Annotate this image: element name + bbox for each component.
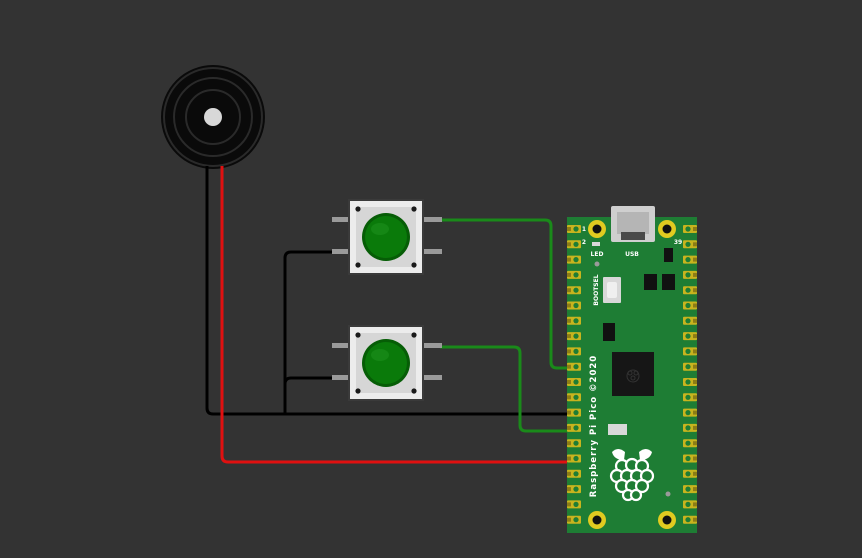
wire-buzzer-signal[interactable] bbox=[220, 168, 580, 464]
pin-left-18[interactable] bbox=[567, 485, 581, 494]
pin-right-11[interactable] bbox=[683, 378, 697, 386]
bootsel-button[interactable] bbox=[603, 277, 621, 303]
pin-left-17[interactable] bbox=[567, 469, 581, 478]
buzzer-lead-positive[interactable] bbox=[220, 166, 224, 188]
pin-right-4[interactable] bbox=[683, 270, 697, 279]
buzzer-lead-negative[interactable] bbox=[205, 166, 209, 188]
pin-right-17[interactable] bbox=[683, 469, 697, 478]
pin-right-6[interactable] bbox=[683, 301, 697, 310]
pin-right-12[interactable] bbox=[683, 393, 697, 402]
pin-right-20[interactable] bbox=[683, 515, 697, 524]
button-leg bbox=[422, 343, 442, 348]
smd-component bbox=[644, 274, 657, 290]
pin-right-7[interactable] bbox=[683, 316, 697, 325]
test-point bbox=[594, 261, 600, 267]
smd-component bbox=[603, 323, 615, 341]
pin-right-8[interactable] bbox=[683, 332, 697, 341]
pin-left-7[interactable] bbox=[567, 316, 581, 325]
button-leg bbox=[332, 249, 352, 254]
pin-label-1: 1 bbox=[582, 226, 586, 233]
button-leg bbox=[332, 217, 352, 222]
mounting-holes bbox=[588, 220, 676, 529]
pin-left-5[interactable] bbox=[567, 286, 581, 295]
button-leg bbox=[422, 249, 442, 254]
led-label: LED bbox=[591, 251, 604, 258]
pico-board[interactable]: USB 1 2 39 LED BOOTSEL bbox=[567, 206, 697, 533]
pin-label-39: 39 bbox=[674, 239, 682, 246]
button-leg bbox=[422, 375, 442, 380]
pin-right-10[interactable] bbox=[683, 362, 697, 371]
pico-pin-headers bbox=[567, 225, 697, 524]
pin-right-5[interactable] bbox=[683, 286, 697, 295]
raspberry-logo-icon bbox=[609, 449, 655, 502]
rp2040-chip bbox=[612, 352, 654, 396]
smd-component bbox=[662, 274, 675, 290]
pushbutton-2[interactable] bbox=[332, 325, 442, 401]
buzzer-icon bbox=[161, 65, 265, 169]
pin-right-3[interactable] bbox=[683, 255, 697, 264]
smd-component bbox=[664, 248, 673, 262]
button-leg bbox=[332, 343, 352, 348]
pushbutton-1[interactable] bbox=[332, 199, 442, 275]
button-leg bbox=[332, 375, 352, 380]
pico-silkscreen: Raspberry Pi Pico ©2020 bbox=[589, 355, 599, 497]
pin-right-1[interactable] bbox=[683, 225, 697, 233]
pin-left-4[interactable] bbox=[567, 270, 581, 279]
wire-buzzer-gnd[interactable] bbox=[205, 168, 580, 416]
wire-button2-signal[interactable] bbox=[440, 345, 580, 433]
pin-right-19[interactable] bbox=[683, 500, 697, 509]
wire-button2-gnd[interactable] bbox=[283, 376, 334, 414]
pin-left-12[interactable] bbox=[567, 393, 581, 402]
pin-left-20[interactable] bbox=[567, 515, 581, 524]
pin-left-11[interactable] bbox=[567, 378, 581, 386]
pin-left-6[interactable] bbox=[567, 301, 581, 310]
pin-right-14[interactable] bbox=[683, 423, 697, 432]
button-leg bbox=[422, 217, 442, 222]
pin-left-8[interactable] bbox=[567, 332, 581, 341]
pin-left-1[interactable] bbox=[567, 225, 581, 233]
crystal bbox=[608, 424, 627, 435]
bootsel-label: BOOTSEL bbox=[593, 274, 600, 305]
pin-left-2[interactable] bbox=[567, 240, 581, 249]
wires bbox=[205, 168, 580, 464]
pin-left-10[interactable] bbox=[567, 362, 581, 371]
pin-left-13[interactable] bbox=[567, 408, 581, 417]
pin-left-16[interactable] bbox=[567, 454, 581, 463]
buzzer[interactable] bbox=[161, 65, 265, 188]
pin-left-9[interactable] bbox=[567, 347, 581, 356]
pin-left-15[interactable] bbox=[567, 439, 581, 448]
pushbutton-icon bbox=[348, 325, 424, 401]
pin-right-9[interactable] bbox=[683, 347, 697, 356]
pushbutton-icon bbox=[348, 199, 424, 275]
pin-right-18[interactable] bbox=[683, 485, 697, 494]
pin-left-3[interactable] bbox=[567, 255, 581, 264]
test-point bbox=[665, 491, 671, 497]
pin-right-15[interactable] bbox=[683, 439, 697, 448]
pin-right-16[interactable] bbox=[683, 454, 697, 463]
pushbuttons bbox=[332, 199, 442, 401]
onboard-led bbox=[592, 242, 600, 246]
pin-right-13[interactable] bbox=[683, 408, 697, 417]
pin-label-2: 2 bbox=[582, 239, 586, 246]
pin-right-2[interactable] bbox=[683, 240, 697, 249]
wire-button1-signal[interactable] bbox=[440, 218, 580, 370]
wire-button1-gnd[interactable] bbox=[283, 250, 334, 414]
pin-left-14[interactable] bbox=[567, 423, 581, 432]
usb-connector bbox=[611, 206, 655, 242]
usb-label: USB bbox=[625, 251, 639, 258]
pin-left-19[interactable] bbox=[567, 500, 581, 509]
